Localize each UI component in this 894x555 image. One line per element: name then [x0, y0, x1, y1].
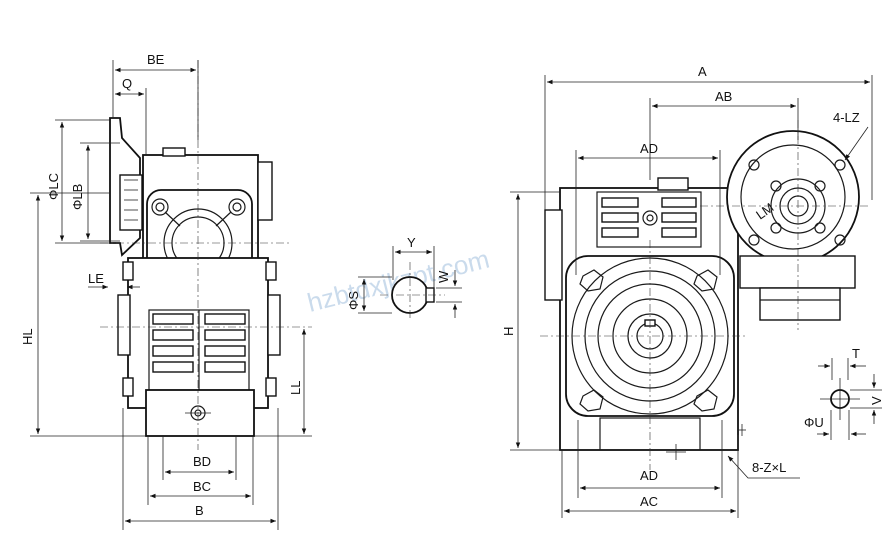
dim-AB-label: AB: [715, 89, 732, 104]
dim-LL-label: LL: [288, 381, 303, 395]
dim-LB-label: ΦLB: [70, 184, 85, 210]
dim-ZL-label: 8-Z×L: [752, 460, 786, 475]
dim-LZ-label: 4-LZ: [833, 110, 860, 125]
dim-LE-label: LE: [88, 271, 104, 286]
dim-Q-label: Q: [122, 76, 132, 91]
foot-hole-detail: T V ΦU: [804, 346, 884, 440]
dim-B-label: B: [195, 503, 204, 518]
dim-BD-label: BD: [193, 454, 211, 469]
dim-HL-label: HL: [20, 328, 35, 345]
dim-T-label: T: [852, 346, 860, 361]
dim-U-label: ΦU: [804, 415, 824, 430]
front-view: BE Q ΦLC ΦLB LE HL LL BD BC: [20, 52, 312, 530]
dim-H-label: H: [501, 327, 516, 336]
dim-LC-label: ΦLC: [46, 173, 61, 200]
side-cap: [257, 161, 273, 221]
dim-A-label: A: [698, 64, 707, 79]
dim-Y-label: Y: [407, 235, 416, 250]
dim-W-label: W: [436, 270, 451, 283]
shaft-key-section: Y ΦS W: [346, 235, 462, 320]
dim-BE-label: BE: [147, 52, 165, 67]
dim-BC-label: BC: [193, 479, 211, 494]
flange-neck: [119, 174, 143, 231]
dim-S-label: ΦS: [346, 291, 361, 310]
dim-V-label: V: [869, 396, 884, 405]
dim-AD-bottom-label: AD: [640, 468, 658, 483]
side-view: A AB 4-LZ AD LM H AD AC 8-Z×L: [501, 64, 873, 518]
dim-AD-top-label: AD: [640, 141, 658, 156]
dim-AC-label: AC: [640, 494, 658, 509]
